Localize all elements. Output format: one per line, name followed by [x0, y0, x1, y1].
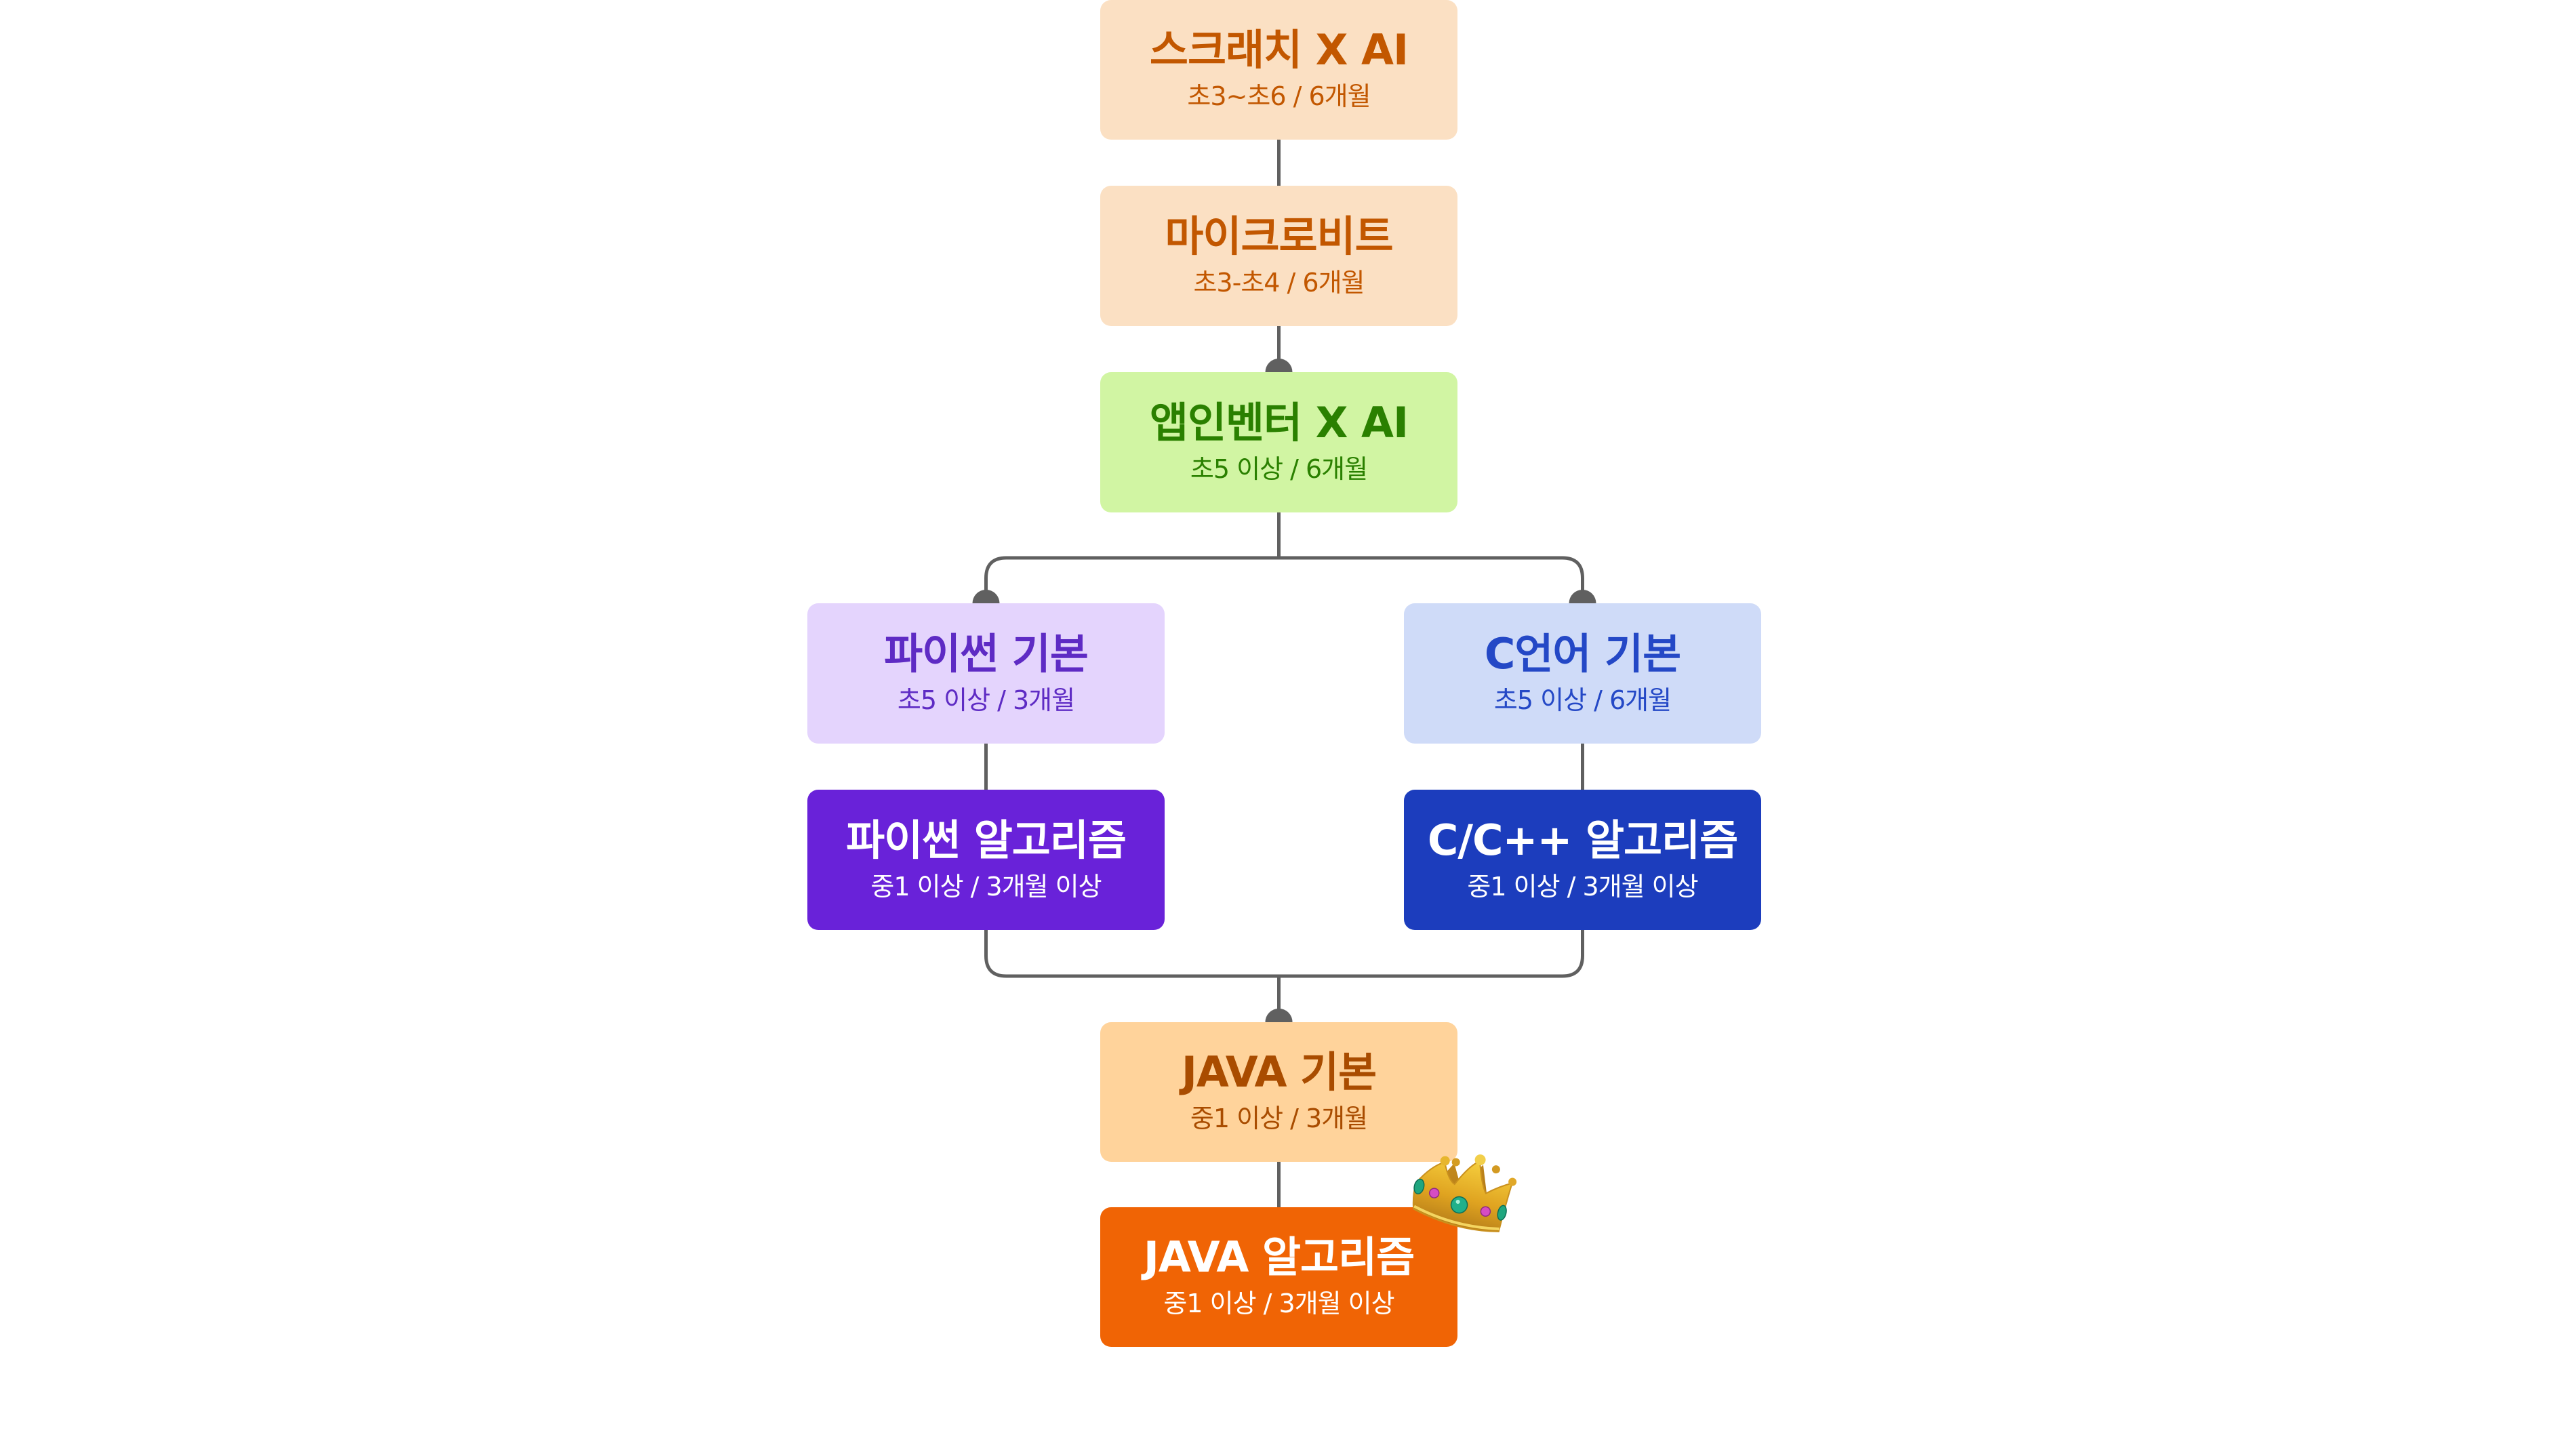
node-c-basic[interactable]: C언어 기본 초5 이상 / 6개월 [1404, 603, 1761, 744]
node-title: JAVA 기본 [1181, 1047, 1377, 1097]
node-title: JAVA 알고리즘 [1143, 1232, 1415, 1282]
node-python-basic[interactable]: 파이썬 기본 초5 이상 / 3개월 [807, 603, 1165, 744]
connector-appinventor-ai-to-c-basic [1277, 512, 1584, 603]
node-title: 앱인벤터 X AI [1149, 397, 1409, 447]
connector-appinventor-ai-to-python-basic [984, 512, 1281, 603]
node-subtitle: 중1 이상 / 3개월 [1190, 1104, 1368, 1134]
node-cpp-algorithm[interactable]: C/C++ 알고리즘 중1 이상 / 3개월 이상 [1404, 790, 1761, 930]
node-appinventor-ai[interactable]: 앱인벤터 X AI 초5 이상 / 6개월 [1100, 372, 1457, 512]
node-java-algorithm[interactable]: JAVA 알고리즘 중1 이상 / 3개월 이상 [1100, 1207, 1457, 1347]
node-java-basic[interactable]: JAVA 기본 중1 이상 / 3개월 [1100, 1022, 1457, 1162]
connector-end-dot [1265, 1009, 1293, 1022]
node-title: 파이썬 기본 [884, 628, 1089, 679]
node-title: 스크래치 X AI [1149, 25, 1409, 75]
node-subtitle: 초5 이상 / 6개월 [1190, 453, 1368, 484]
node-subtitle: 중1 이상 / 3개월 이상 [870, 871, 1102, 902]
node-subtitle: 초5 이상 / 6개월 [1493, 685, 1672, 715]
connector-end-dot [1265, 359, 1293, 372]
node-microbit[interactable]: 마이크로비트 초3-초4 / 6개월 [1100, 186, 1457, 326]
node-subtitle: 초3-초4 / 6개월 [1193, 267, 1365, 298]
node-title: C/C++ 알고리즘 [1427, 815, 1738, 865]
node-title: 마이크로비트 [1165, 211, 1393, 261]
connector-end-dot [1569, 590, 1596, 603]
node-title: 파이썬 알고리즘 [846, 815, 1127, 865]
node-subtitle: 중1 이상 / 3개월 이상 [1467, 871, 1698, 902]
crown-icon [1412, 1154, 1517, 1232]
connector-cpp-algorithm-to-java-basic [1277, 930, 1584, 1022]
node-subtitle: 초3~초6 / 6개월 [1187, 81, 1371, 112]
connector-end-dot [972, 590, 1000, 603]
node-scratch-ai[interactable]: 스크래치 X AI 초3~초6 / 6개월 [1100, 0, 1457, 140]
node-python-algorithm[interactable]: 파이썬 알고리즘 중1 이상 / 3개월 이상 [807, 790, 1165, 930]
connector-python-algorithm-to-java-basic [984, 930, 1281, 1022]
node-title: C언어 기본 [1484, 628, 1681, 679]
node-subtitle: 초5 이상 / 3개월 [897, 685, 1075, 715]
node-subtitle: 중1 이상 / 3개월 이상 [1163, 1289, 1394, 1319]
